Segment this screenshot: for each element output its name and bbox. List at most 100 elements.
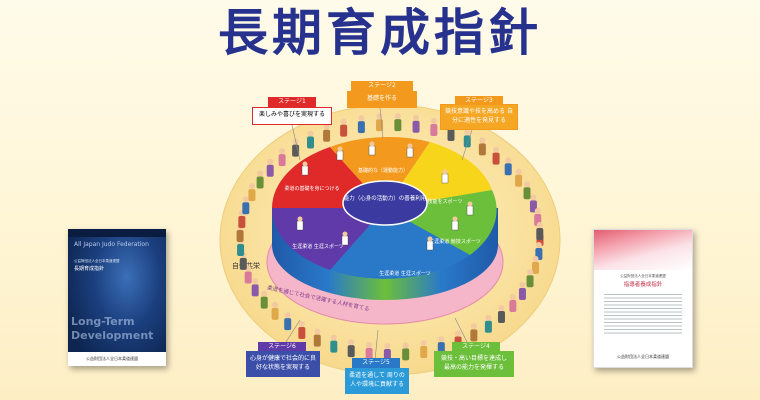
person-body: [238, 216, 246, 229]
person-body: [266, 164, 274, 177]
wedge-label-4: 生涯柔道 生涯スポーツ: [292, 243, 344, 250]
stage1-body: 楽しみや喜びを実現する: [252, 107, 332, 125]
person-head: [279, 148, 286, 155]
judoka-body: [341, 235, 349, 246]
person-body: [383, 348, 391, 361]
judoka-head: [407, 143, 413, 149]
person-head: [530, 194, 537, 201]
judoka-head: [297, 216, 303, 222]
person-head: [535, 242, 542, 249]
wedge-orange: [330, 137, 430, 208]
person-head: [298, 321, 305, 328]
person-body: [497, 310, 505, 323]
person-body: [536, 227, 544, 240]
person-body: [236, 229, 244, 242]
wedge-label-3: 技能をスポーツ: [428, 198, 463, 205]
person-head: [394, 113, 401, 120]
book-right-subtitle: 公益財団法人全日本柔道連盟: [620, 274, 666, 278]
person-head: [384, 342, 391, 349]
hub: [342, 180, 428, 226]
book-right-text-block: [604, 294, 682, 334]
judoka-head: [442, 169, 448, 175]
judoka-head: [302, 161, 308, 167]
person-body: [365, 347, 373, 360]
person-head: [267, 158, 274, 165]
person-head: [524, 181, 531, 188]
book-right-footer: 公益財団法人全日本柔道連盟: [617, 354, 669, 359]
judoka-head: [369, 141, 375, 147]
judoka-head: [467, 201, 473, 207]
person-body: [526, 275, 534, 288]
person-body: [447, 128, 455, 141]
person-body: [313, 334, 321, 347]
stage5-body: 柔道を通して 周りの人や環境に貢献する: [345, 368, 409, 394]
stage3-head: ステージ3: [455, 96, 503, 106]
person-body: [251, 284, 259, 297]
person-body: [298, 327, 306, 340]
person-body: [239, 257, 247, 270]
person-head: [438, 336, 445, 343]
person-body: [307, 136, 315, 149]
wedge-label-6: 生涯柔道 生涯スポーツ: [379, 270, 431, 277]
book-left-footer: 公益財団法人全日本柔道連盟: [86, 356, 138, 361]
person-head: [498, 304, 505, 311]
stage3-body: 競技意識や技を高める 自分に適性を発見する: [440, 104, 518, 130]
person-head: [340, 118, 347, 125]
person-body: [518, 287, 526, 300]
person-body: [256, 176, 264, 189]
stage1-head: ステージ1: [268, 97, 316, 107]
book-left-line1: Long-Term: [71, 315, 135, 328]
person-body: [523, 187, 531, 200]
stage6-body: 心身が健康で社会的に良好な状態を実現する: [246, 351, 320, 377]
stage4-body: 競技・高い目標を達成し 最高の能力を発揮する: [434, 351, 514, 377]
person-body: [492, 152, 500, 165]
person-body: [357, 121, 365, 134]
person-head: [509, 293, 516, 300]
person-body: [515, 174, 523, 187]
person-body: [330, 340, 338, 353]
person-head: [534, 208, 541, 215]
person-head: [307, 130, 314, 137]
person-body: [242, 202, 250, 215]
stage6-head: ステージ6: [258, 342, 306, 352]
person-body: [504, 163, 512, 176]
person-body: [340, 124, 348, 137]
person-head: [261, 290, 268, 297]
person-head: [314, 328, 321, 335]
judoka-head: [337, 146, 343, 152]
person-head: [515, 168, 522, 175]
person-body: [532, 261, 540, 274]
person-body: [470, 329, 478, 342]
person-head: [366, 341, 373, 348]
person-body: [420, 346, 428, 359]
person-head: [532, 255, 539, 262]
person-body: [478, 143, 486, 156]
person-head: [323, 123, 330, 130]
person-body: [412, 120, 420, 133]
person-head: [348, 339, 355, 346]
judoka-head: [342, 231, 348, 237]
judoka-body: [441, 173, 449, 184]
judoka-head: [452, 216, 458, 222]
judoka-body: [296, 220, 304, 231]
judoka-body: [368, 145, 376, 156]
judoka-body: [451, 220, 459, 231]
book-left-line2: Development: [71, 329, 154, 342]
person-head: [242, 196, 249, 203]
page-title: 長期育成指針: [218, 4, 542, 62]
long-term-development-book[interactable]: All Japan Judo Federation 公益財団法人全日本柔道連盟 …: [68, 229, 166, 366]
person-body: [271, 307, 279, 320]
book-right-title: 指導者養成指針: [623, 282, 663, 288]
person-body: [237, 244, 245, 257]
person-body: [248, 189, 256, 202]
wedge-label-1: 柔道の基礎を身につける: [284, 185, 339, 192]
stage2-head: ステージ2: [351, 81, 413, 91]
person-head: [402, 342, 409, 349]
stage5-head: ステージ5: [352, 358, 400, 368]
person-head: [284, 312, 291, 319]
person-head: [493, 146, 500, 153]
person-head: [536, 221, 543, 228]
coach-training-book[interactable]: 公益財団法人全日本柔道連盟 指導者養成指針 公益財団法人全日本柔道連盟: [593, 229, 693, 368]
person-body: [284, 318, 292, 331]
person-body: [323, 129, 331, 142]
